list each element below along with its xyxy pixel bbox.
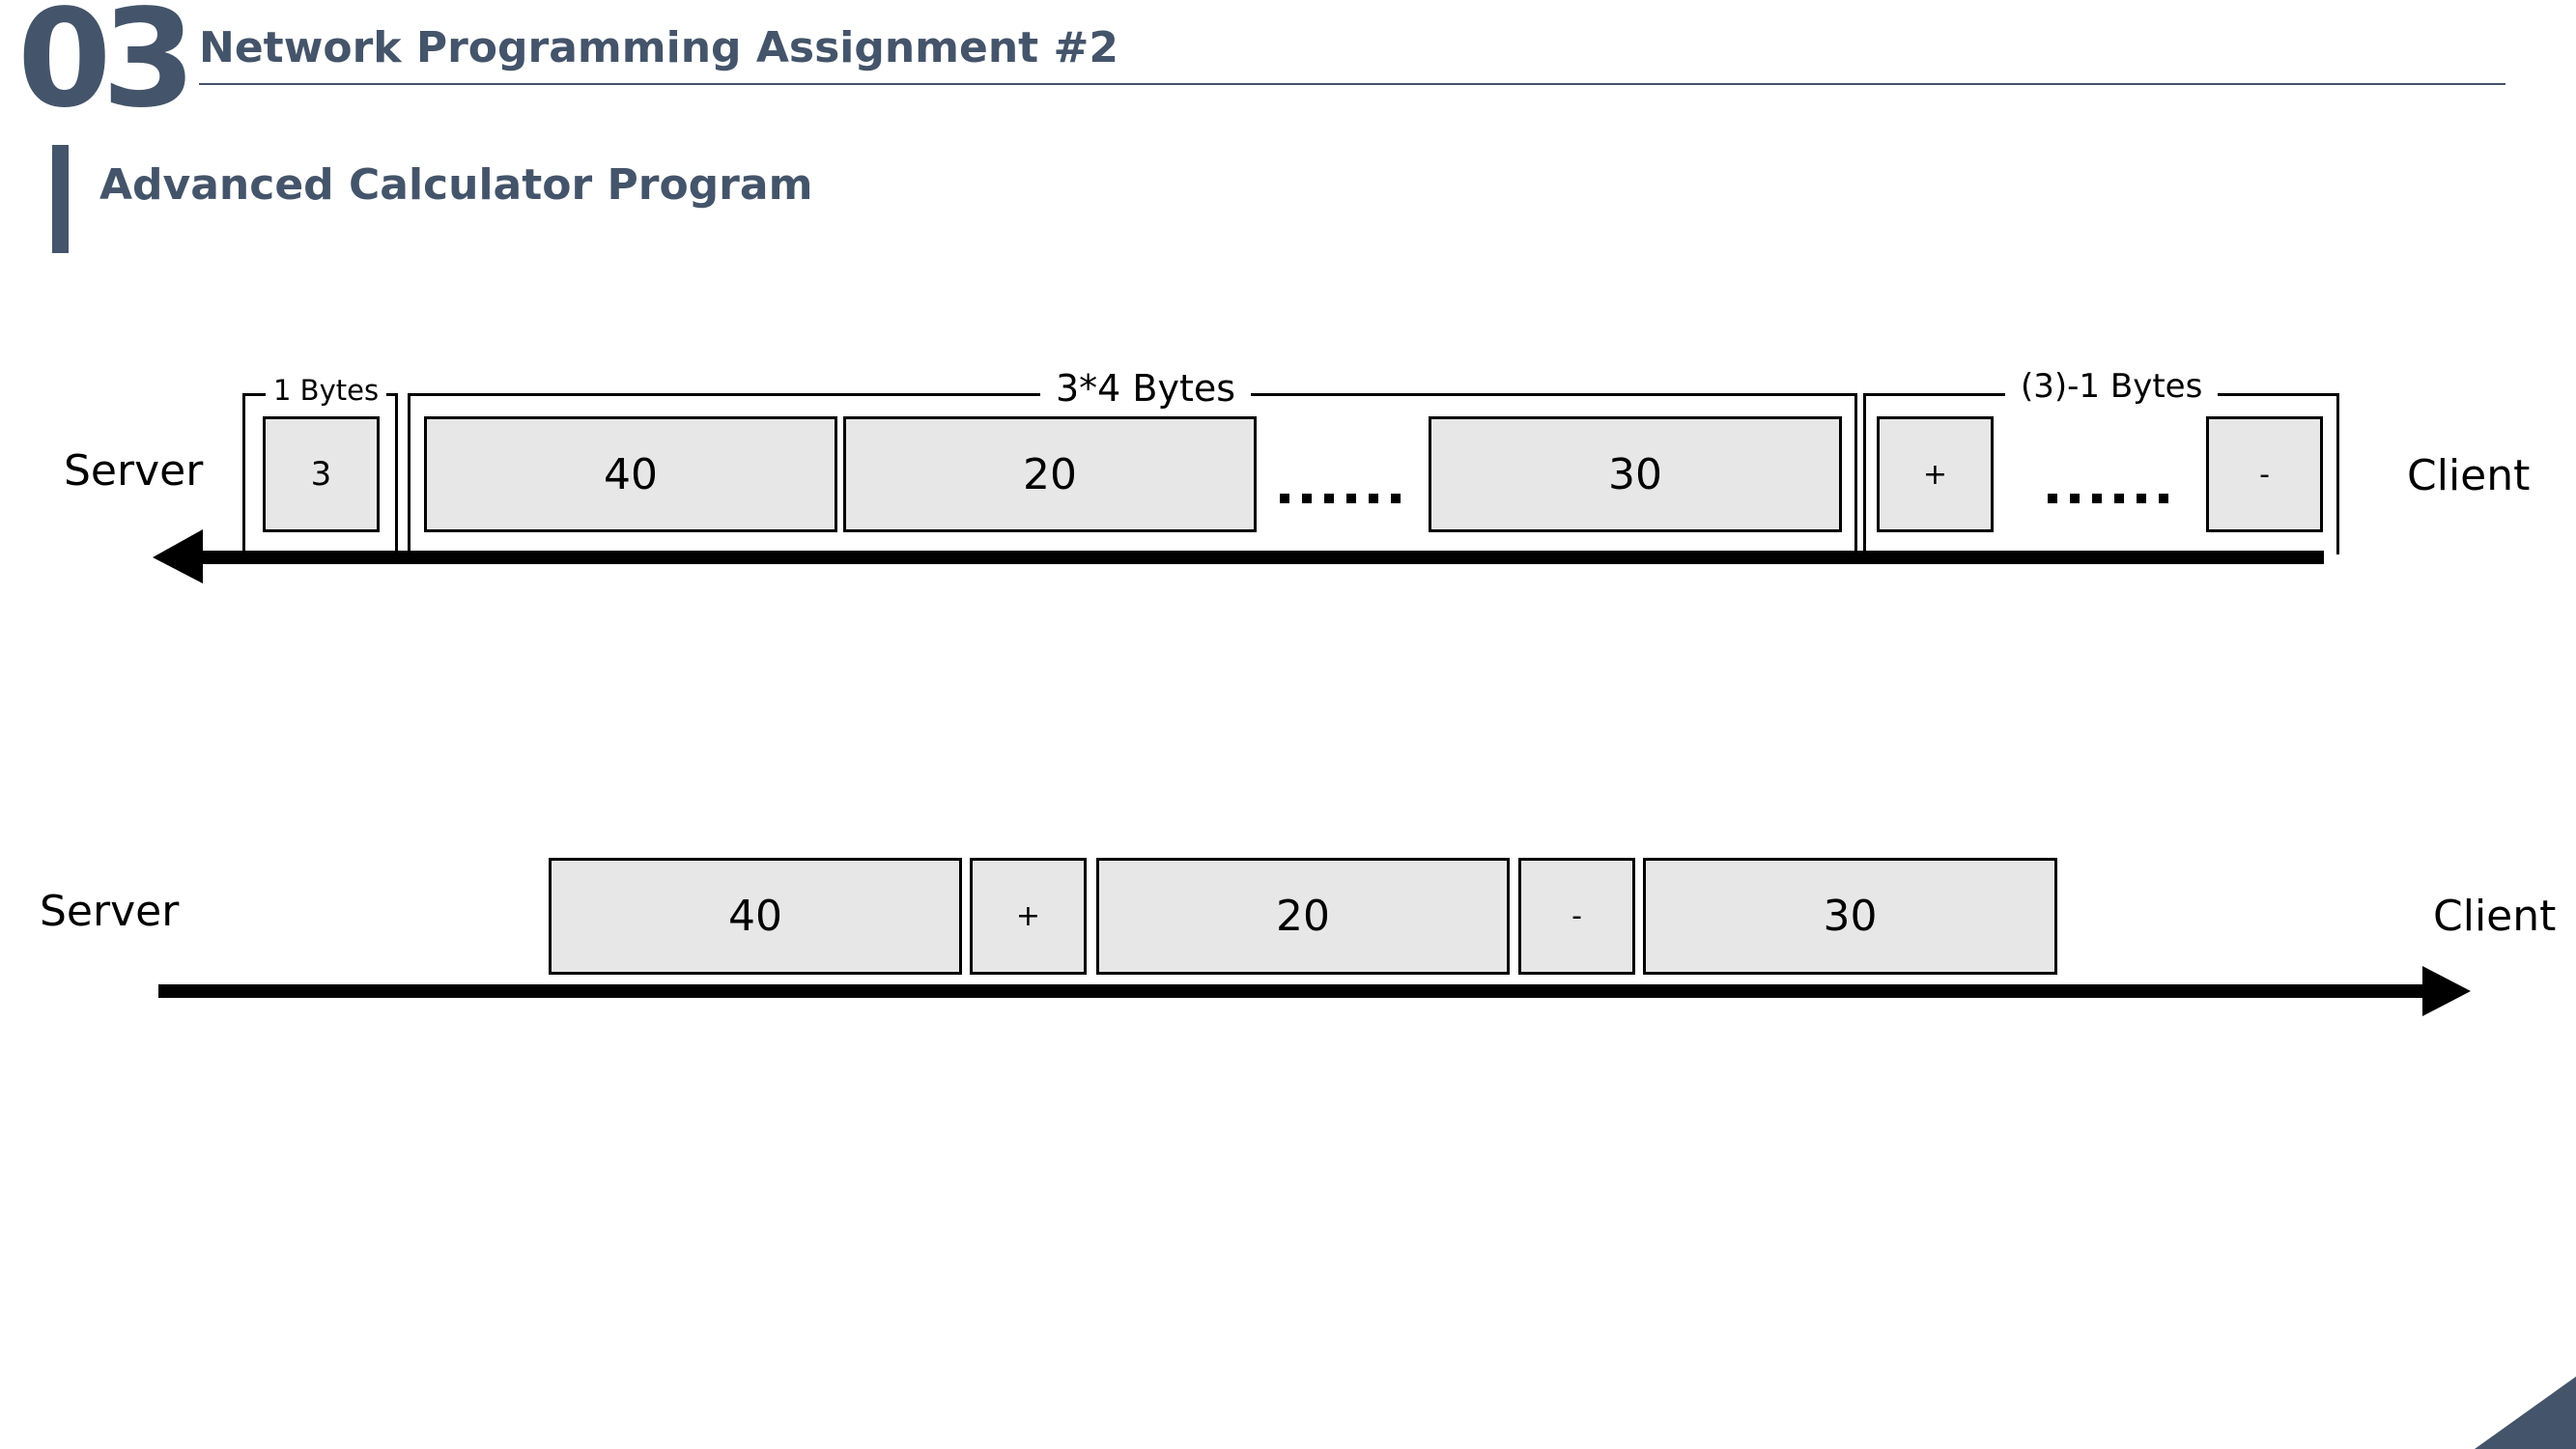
bracket-count-label: 1 Bytes bbox=[266, 377, 387, 405]
subtitle-accent-bar bbox=[52, 145, 69, 253]
operand-count-box: 3 bbox=[263, 416, 380, 532]
operator-box-2: - bbox=[2206, 416, 2323, 532]
page-title: Network Programming Assignment #2 bbox=[199, 23, 1119, 72]
client-label-bottom: Client bbox=[2433, 892, 2557, 941]
section-number: 03 bbox=[17, 0, 196, 138]
left-arrow bbox=[153, 529, 2324, 583]
right-arrow bbox=[158, 966, 2471, 1016]
sequence-box-1: 40 bbox=[549, 858, 962, 975]
title-divider bbox=[199, 83, 2505, 85]
sequence-box-2: + bbox=[970, 858, 1087, 975]
ellipsis-operators bbox=[2048, 469, 2181, 513]
sequence-box-5: 30 bbox=[1643, 858, 2057, 975]
ellipsis-operands bbox=[1280, 469, 1413, 513]
sequence-box-3: 20 bbox=[1096, 858, 1510, 975]
operand-box-1: 40 bbox=[424, 416, 837, 532]
bracket-operands-label: 3*4 Bytes bbox=[1040, 370, 1252, 407]
bracket-operators-label: (3)-1 Bytes bbox=[2005, 370, 2219, 403]
corner-triangle-decoration bbox=[2475, 1377, 2576, 1449]
server-label-top: Server bbox=[64, 446, 204, 496]
sequence-box-4: - bbox=[1518, 858, 1635, 975]
operator-box-1: + bbox=[1877, 416, 1994, 532]
page-subtitle: Advanced Calculator Program bbox=[99, 160, 813, 210]
operand-box-3: 30 bbox=[1429, 416, 1842, 532]
server-label-bottom: Server bbox=[40, 887, 180, 936]
operand-box-2: 20 bbox=[843, 416, 1257, 532]
client-label-top: Client bbox=[2407, 451, 2531, 500]
